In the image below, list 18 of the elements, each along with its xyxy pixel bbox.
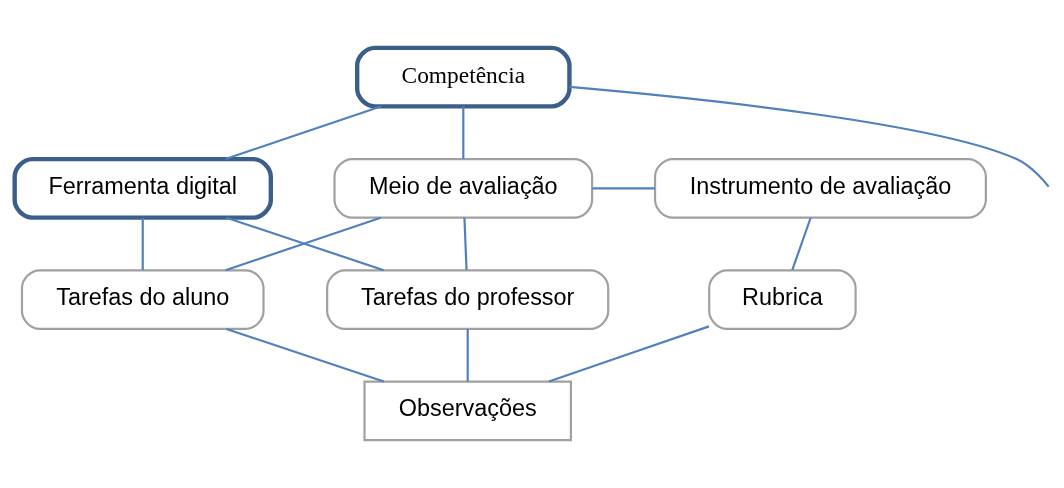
- connector: [462, 106, 465, 159]
- connector: [466, 329, 469, 382]
- node-box: Meio de avaliação: [333, 158, 594, 219]
- node-box: Tarefas do professor: [326, 269, 610, 330]
- node-box: Instrumento de avaliação: [653, 158, 987, 219]
- connector: [548, 325, 710, 383]
- node-box: Ferramenta digital: [12, 156, 273, 220]
- node-box: Competência: [355, 45, 572, 109]
- connector: [225, 105, 382, 160]
- connector: [226, 327, 385, 383]
- connector: [592, 187, 655, 190]
- node-box: Rubrica: [708, 269, 857, 330]
- connector: [569, 85, 1050, 188]
- node-box: Observações: [363, 380, 572, 442]
- connector: [463, 217, 468, 271]
- connector: [791, 217, 812, 271]
- connector: [141, 217, 144, 270]
- node-box: Tarefas do aluno: [20, 269, 265, 330]
